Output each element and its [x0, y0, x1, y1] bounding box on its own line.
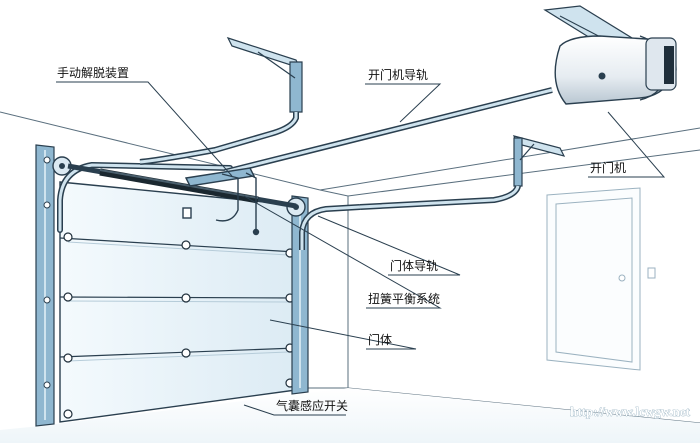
left-track [35, 144, 233, 427]
interior-door [546, 187, 641, 371]
watermark: http://www.lcwgw.net [570, 404, 691, 419]
label-door-rail: 门体导轨 [390, 258, 438, 273]
manual-release-device [182, 167, 260, 236]
label-torsion-spring: 扭簧平衡系统 [368, 291, 440, 306]
door-hinges [63, 232, 295, 419]
label-manual-release: 手动解脱装置 [57, 65, 129, 80]
opener-motor [543, 5, 677, 105]
opener-rail [224, 87, 553, 175]
label-airbag-switch: 气囊感应开关 [276, 398, 348, 413]
label-opener-rail: 开门机导轨 [368, 67, 428, 82]
left-ceiling-hanger [139, 36, 303, 165]
floor [0, 388, 700, 443]
torsion-spring-shaft [67, 163, 297, 209]
leader-lines [56, 81, 666, 416]
right-track [286, 195, 361, 395]
right-ceiling-hanger [359, 135, 566, 210]
wall-switch [647, 267, 656, 279]
door-panels [59, 181, 297, 423]
label-door-body: 门体 [368, 332, 392, 347]
label-opener: 开门机 [590, 160, 626, 175]
